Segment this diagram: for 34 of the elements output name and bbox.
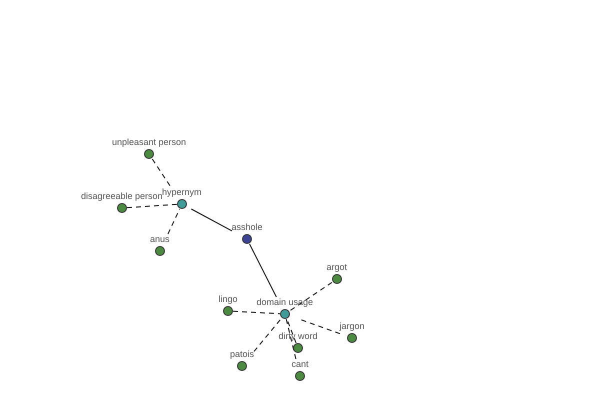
graph-node <box>326 262 348 284</box>
graph-node <box>81 191 163 213</box>
node-label: cant <box>292 359 309 370</box>
node-label: argot <box>326 262 348 273</box>
graph-node <box>232 222 263 244</box>
node-label: jargon <box>340 321 365 332</box>
graph-node <box>292 359 309 381</box>
node-label: dirty word <box>278 331 318 342</box>
node-label: asshole <box>232 222 263 233</box>
connector-line <box>254 318 282 352</box>
connector-line <box>286 318 296 360</box>
node-label: lingo <box>218 294 238 305</box>
graph-node <box>340 321 365 343</box>
connector-line <box>249 244 277 298</box>
connector-line <box>290 282 332 312</box>
node-label: domain usage <box>256 297 314 308</box>
node-label: patois <box>230 349 254 360</box>
graph-node <box>112 137 186 159</box>
graph-node <box>230 349 254 371</box>
node-label: disagreeable person <box>81 191 163 202</box>
node-label: hypernym <box>162 187 202 198</box>
graph-node <box>218 294 238 316</box>
node-label: anus <box>150 234 170 245</box>
graph-node <box>150 234 170 256</box>
connector-line <box>232 310 280 314</box>
graph-node <box>162 187 202 209</box>
graph-node <box>278 331 318 353</box>
graph-node <box>256 297 314 319</box>
connector-line <box>286 318 297 344</box>
node-label: unpleasant person <box>112 137 186 148</box>
connector-line <box>167 208 180 234</box>
connector-line <box>126 204 178 208</box>
connector-line <box>152 158 172 188</box>
connector-line <box>190 208 232 232</box>
